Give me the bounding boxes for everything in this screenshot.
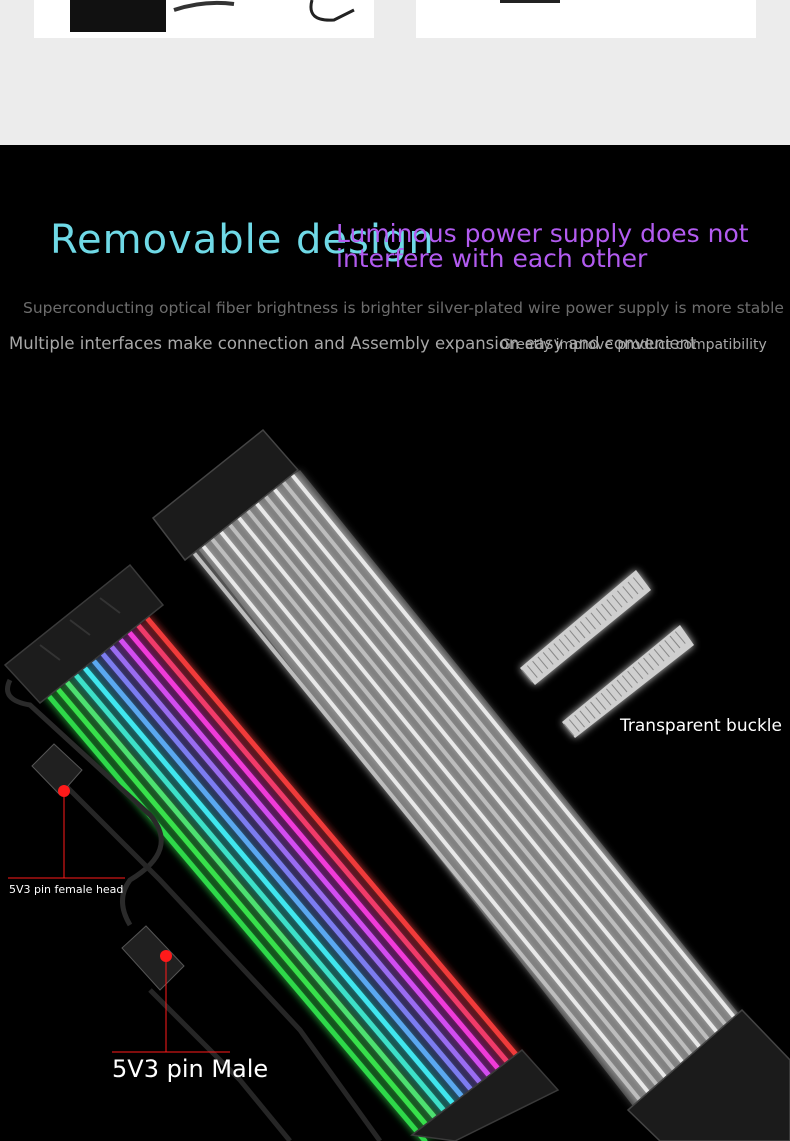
buckle-tooth	[617, 590, 628, 604]
buckle-tooth	[622, 586, 634, 599]
silver-wire	[215, 525, 677, 1091]
male-label: 5V3 pin Male	[112, 1055, 269, 1083]
luminous-heading: Luminous power supply does not interfere…	[336, 219, 749, 273]
buckle-tooth	[579, 621, 591, 634]
buckle-tooth	[590, 701, 601, 715]
subtitle-superconducting: Superconducting optical fiber brightness…	[23, 299, 784, 317]
silver-wire	[260, 490, 722, 1056]
buckle-tooth	[611, 594, 623, 608]
rgb-wire	[108, 643, 491, 1095]
buckle-tooth	[584, 706, 596, 719]
buckle-tooth	[611, 684, 623, 697]
buckle-tooth	[558, 638, 570, 652]
silver-cable	[188, 469, 760, 1115]
rgb-wire	[54, 685, 437, 1137]
buckle-tooth	[632, 666, 644, 680]
buckle-tooth	[542, 652, 554, 665]
subtitle-compatibility: Greatly improve product compatibility	[500, 337, 767, 353]
buckle-tooth	[659, 644, 670, 658]
silver-wire	[242, 504, 704, 1070]
buckle-tooth	[637, 662, 649, 675]
buckle-tooth	[606, 599, 618, 612]
silver-wire	[269, 483, 731, 1049]
rgb-wire	[45, 692, 428, 1141]
buckle-tooth	[548, 647, 559, 661]
rgb-wire	[72, 671, 455, 1123]
buckle-tooth	[627, 581, 639, 595]
transparent-buckle-2	[562, 625, 694, 738]
buckle-tooth	[669, 635, 681, 649]
buckle-tooth	[563, 723, 575, 737]
removable-design-heading: Removable design	[50, 217, 435, 263]
female-head-label: 5V3 pin female head	[9, 883, 124, 896]
silver-cable-bottom-connector	[626, 1008, 790, 1141]
cable-connector-image-left	[70, 0, 355, 32]
rgb-wire	[90, 657, 473, 1109]
buckle-tooth	[595, 697, 607, 710]
rgb-wire	[144, 615, 527, 1067]
silver-wire	[233, 511, 695, 1077]
buckle-tooth	[574, 625, 586, 639]
rgb-cable	[45, 615, 527, 1141]
buckle-tooth	[537, 656, 549, 670]
transparent-buckle-label: Transparent buckle	[620, 716, 782, 736]
buckle-tooth	[569, 630, 581, 643]
product-card-left	[34, 0, 374, 38]
buckle-tooth	[632, 577, 644, 590]
buckle-tooth	[532, 660, 543, 674]
buckle-tooth	[621, 675, 633, 688]
rgb-wire	[117, 636, 500, 1088]
buckle-tooth	[590, 612, 602, 626]
rgb-wire	[81, 664, 464, 1116]
buckle-tooth	[600, 692, 612, 706]
rgb-cable-top-connector	[3, 563, 165, 705]
rgb-wire	[135, 622, 518, 1074]
silver-wire	[278, 476, 740, 1042]
buckle-tooth	[653, 648, 665, 662]
5v3-male-plug	[121, 925, 185, 991]
buckle-tooth	[585, 616, 596, 630]
silver-wire	[251, 497, 713, 1063]
buckle-tooth	[579, 710, 591, 724]
buckle-tooth	[564, 634, 575, 648]
buckle-tooth	[616, 679, 628, 693]
silver-wire	[224, 518, 686, 1084]
buckle-tooth	[553, 643, 565, 656]
cable-connector-image-right	[500, 0, 560, 3]
product-card-right	[416, 0, 756, 38]
buckle-tooth	[595, 608, 607, 621]
male-callout	[112, 950, 230, 1053]
buckle-tooth	[568, 719, 580, 732]
silver-wire	[188, 546, 650, 1112]
buckle-tooth	[674, 631, 686, 644]
rgb-wire	[126, 629, 509, 1081]
silver-cable-top-connector	[151, 428, 300, 562]
female-head-callout	[8, 785, 125, 879]
5v3-female-plug	[31, 743, 83, 796]
transparent-buckle-1	[520, 570, 651, 685]
buckle-tooth	[643, 657, 654, 671]
buckle-tooth	[521, 669, 533, 683]
subtitle-multiple-interfaces: Multiple interfaces make connection and …	[9, 334, 697, 353]
buckle-tooth	[648, 653, 660, 666]
buckle-tooth	[664, 640, 676, 653]
silver-wire	[206, 532, 668, 1098]
silver-wire	[197, 539, 659, 1105]
buckle-tooth	[606, 688, 617, 702]
top-section	[0, 0, 790, 145]
buckle-tooth	[574, 714, 585, 728]
buckle-tooth	[526, 665, 538, 678]
rgb-wire	[99, 650, 482, 1102]
rgb-wire	[63, 678, 446, 1130]
buckle-tooth	[601, 603, 612, 617]
rgb-cable-bottom-connector	[410, 1048, 560, 1141]
buckle-tooth	[627, 670, 638, 684]
silver-wire	[287, 469, 749, 1035]
